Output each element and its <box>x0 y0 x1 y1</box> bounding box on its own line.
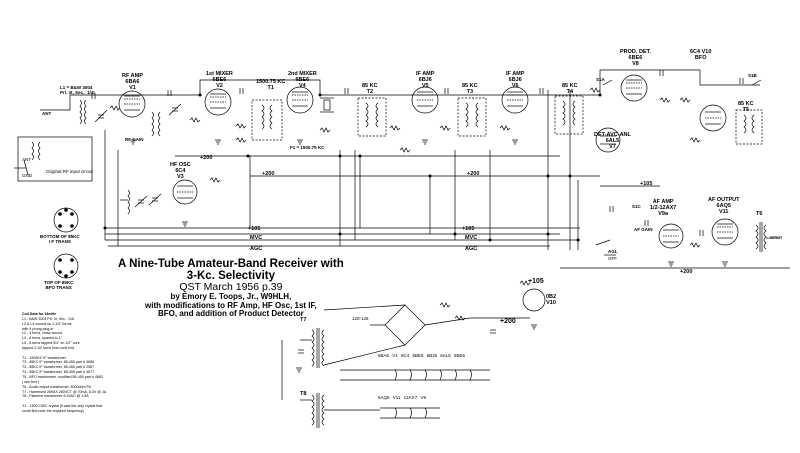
b200-label-2: +200 <box>262 171 275 177</box>
b105-label-1: +105 <box>248 226 261 232</box>
coil-note-line: T5 - BFO transformer, modified 85-455 pa… <box>22 374 103 379</box>
title-line4: by Emory E. Toops, Jr., W9HLH, <box>170 292 292 302</box>
coil-note-line: L4 - 8 turns, spaced to 1" <box>22 336 63 341</box>
coil-note-line: L2 - 3 turns, close wound <box>22 331 63 336</box>
coil-note-line: L1 - B&W 3004 Pri. 3t, Sec.: 1/4t <box>22 316 74 321</box>
coil-note-line: ( see text ) <box>22 379 39 384</box>
b105-label-2: +105 <box>462 226 475 232</box>
agl-label: AGL <box>608 249 618 254</box>
t8-label: T8 <box>300 391 307 397</box>
coil-note-line: T7 - Hammond 269AX 280VCT @ 70mA, 6.3V @… <box>22 389 107 394</box>
orig-circuit-label: Original RF input circuit <box>46 169 93 174</box>
b105-ps-label: +105 <box>528 278 544 285</box>
coil-note-line: T1 - 1500KC IF transformer <box>22 355 66 360</box>
coil-note-line: T4 - 85KC IF transformer, 85-455 part # … <box>22 370 95 375</box>
mvc-bus-label: MVC <box>250 235 263 241</box>
coil-note-line: L2 & L4 wound on 1-1/4" forms <box>22 321 72 326</box>
title-line5: with modifications to RF Amp, HF Osc, 1s… <box>145 300 317 310</box>
t7-label: T7 <box>300 317 307 323</box>
coil-note-line: T8 - Filament transformer 6.3VAC @ 1.5A <box>22 394 89 399</box>
title-line6: BFO, and addition of Product Detector <box>158 308 304 318</box>
filament-row: 6BA6 V1 6C4 6BE6 6BJ6 6AL5 6BE6 <box>378 353 466 358</box>
coil-note-line: T3 - 85KC IF transformer, 85-455 part # … <box>22 365 95 370</box>
b200-label-1: +200 <box>200 155 213 161</box>
title-line3: QST March 1956 p.39 <box>179 281 283 294</box>
coil-note-line: with 4 prong plug-in <box>22 326 54 331</box>
s1c-label: S1C <box>632 204 641 209</box>
mvc-bus-label-2: MVC <box>465 235 478 241</box>
ant2-label: ANT <box>22 157 31 162</box>
coil-note-line: T6 - Audio output transformer, 8000ohm P… <box>22 384 92 389</box>
b200-label-3: +200 <box>467 171 480 177</box>
coil-note-line: could find near the required frequency) <box>22 408 84 413</box>
title-line1: A Nine-Tube Amateur-Band Receiver with <box>118 258 344 270</box>
coil-note-line: T2 - 85KC IF transformer, 85-455 part # … <box>22 360 95 365</box>
filament-row-2: 6AQ5 V11 12AX7 V9 <box>378 395 426 400</box>
s1a-label: S1A <box>596 77 605 82</box>
off-label: OFF <box>608 256 617 261</box>
speaker-label: SPKR <box>770 235 783 240</box>
coil-note-line: Coil Data for 14mHz <box>22 312 56 316</box>
b105-label-3: +105 <box>640 181 653 187</box>
coil-note-line: tapped 2-1/2 turns from cold end <box>22 345 74 350</box>
ant-label: ANT <box>42 111 52 116</box>
agc-bus-label: AGC <box>250 246 263 252</box>
coil-note-line: Y1 - 1500.75KC crystal (it was the only … <box>22 404 103 409</box>
ps-filter-label: 120-125 <box>352 316 369 321</box>
gnd-label: GND <box>22 173 32 178</box>
agc-bus-label-2: AGC <box>465 246 478 252</box>
s1b-label: S1B <box>748 73 757 78</box>
b200-label-4: +200 <box>680 269 693 275</box>
coil-note-line: L5 - 8 turns tapped 3/4" on 1/2" core <box>22 341 80 346</box>
title-line2: 3-Kc. Selectivity <box>186 270 275 283</box>
title-block: A Nine-Tube Amateur-Band Receiver with 3… <box>118 258 344 318</box>
af-gain-label: AF GAIN <box>634 227 653 232</box>
b200-ps-label: +200 <box>500 318 516 325</box>
t6-label: T6 <box>756 211 763 217</box>
osc-frequency: F1 = 1500.75 KC <box>290 145 325 150</box>
rf-gain-label: RF GAIN <box>125 137 144 142</box>
